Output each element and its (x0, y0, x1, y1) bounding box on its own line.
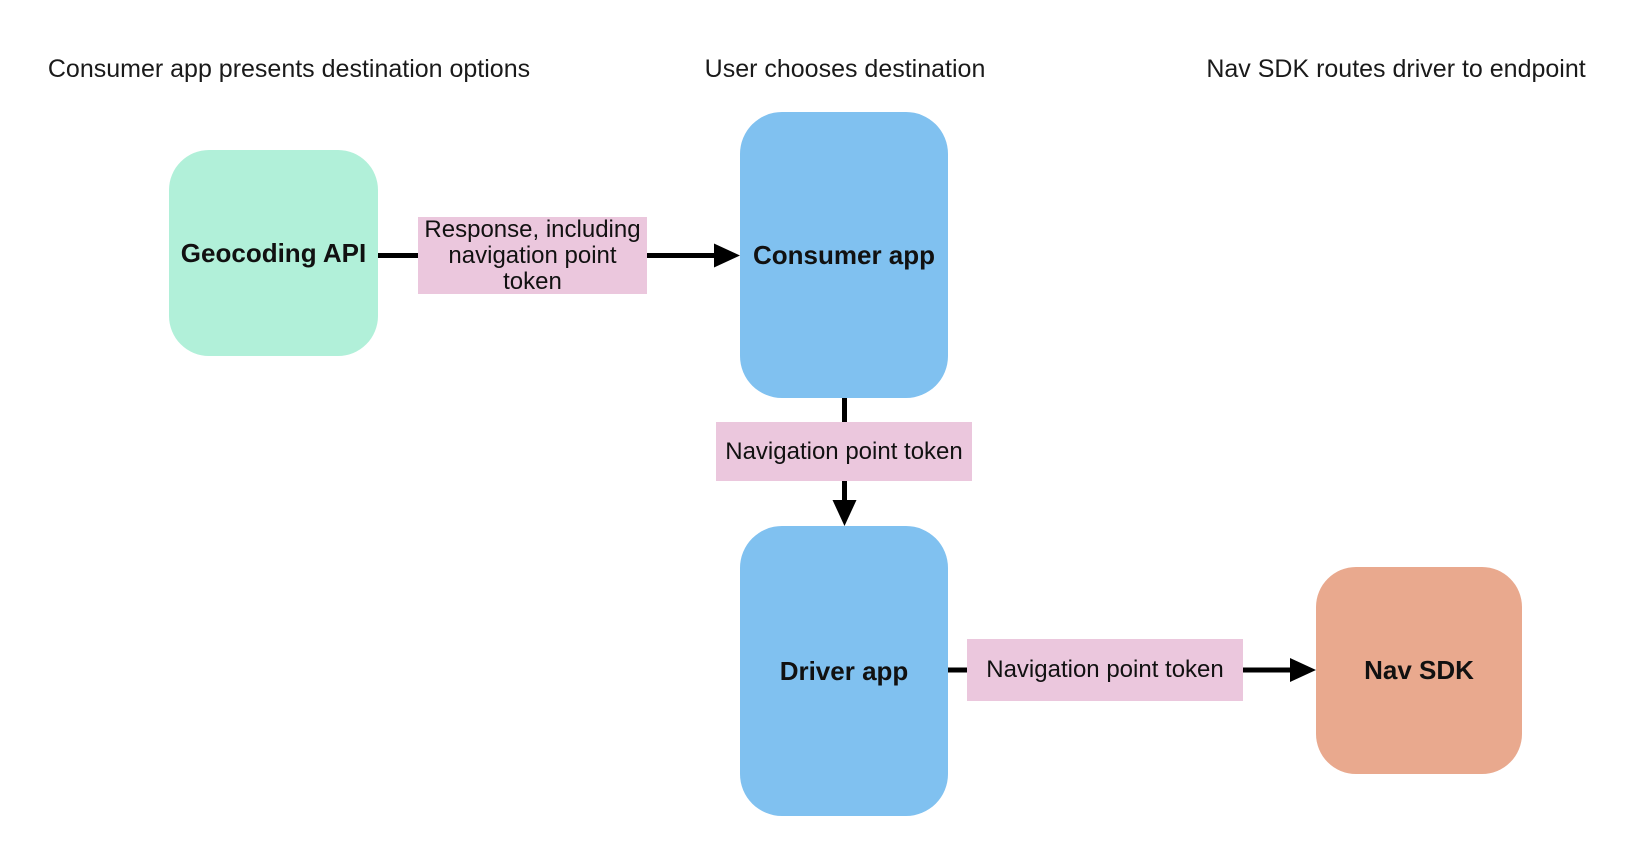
node-driver-app: Driver app (740, 526, 948, 816)
node-driver-app-label: Driver app (779, 655, 909, 686)
node-geocoding-api-label: Geocoding API (180, 237, 367, 268)
edge-label-response-token: Response, including navigation point tok… (418, 215, 647, 295)
stage-header-user-chooses: User chooses destination (704, 55, 986, 83)
edge-label-response-token-text: Response, including navigation point tok… (424, 215, 641, 295)
node-nav-sdk-label: Nav SDK (1364, 655, 1474, 685)
edge-consumer-arrowhead-icon (714, 243, 740, 268)
stage-header-consumer-presents: Consumer app presents destination option… (47, 55, 531, 83)
edge-label-navigation-point-token-2: Navigation point token (967, 639, 1243, 701)
node-consumer-app: Consumer app (740, 112, 948, 398)
stage-header-navsdk-routes: Nav SDK routes driver to endpoint (1206, 55, 1586, 83)
edge-driver-arrowhead-icon (832, 500, 857, 526)
edge-label-navigation-point-token-1-text: Navigation point token (725, 437, 963, 465)
edge-navsdk-arrowhead-icon (1290, 658, 1316, 682)
node-nav-sdk: Nav SDK (1316, 567, 1522, 774)
node-geocoding-api: Geocoding API (169, 150, 378, 356)
node-consumer-app-label: Consumer app (752, 239, 936, 270)
edge-label-navigation-point-token-2-text: Navigation point token (986, 656, 1224, 683)
edge-label-navigation-point-token-1: Navigation point token (716, 422, 972, 481)
